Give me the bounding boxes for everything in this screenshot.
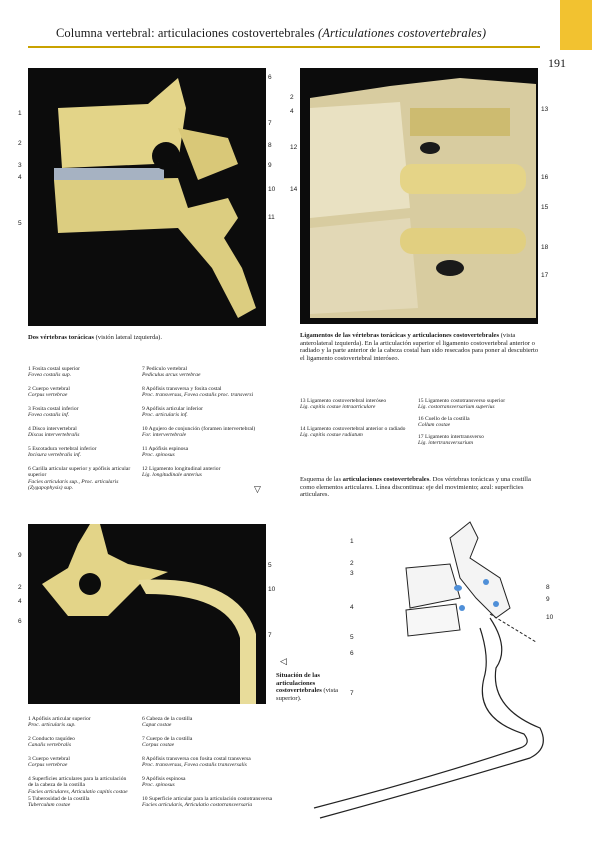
pointer-down-icon: ▽ (254, 484, 261, 494)
fig3-label-6: 6 (18, 618, 22, 625)
fig2-label-18: 18 (541, 244, 549, 251)
fig1-label-9: 9 (268, 162, 272, 169)
schema-label-10: 10 (546, 614, 554, 621)
fig2-label-16: 16 (541, 174, 549, 181)
fig2-label-2: 2 (290, 94, 294, 101)
fig3-caption: Situación de las articulaciones costover… (276, 672, 339, 702)
fig1-label-2: 2 (18, 140, 22, 147)
schema-diagram (300, 518, 560, 840)
schema-label-6: 6 (350, 650, 354, 657)
photo-two-thoracic-vertebrae (28, 68, 266, 326)
schema-label-2: 2 (350, 560, 354, 567)
photo-superior-view (28, 524, 266, 704)
pointer-left-icon: ◁ (280, 656, 287, 666)
fig2-label-14: 14 (290, 186, 298, 193)
fig3-legend-item-4: 4 Superficies articulares para la articu… (28, 776, 128, 795)
fig3-legend-item-10: 10 Superficie articular para la articula… (142, 796, 273, 809)
fig1-label-8: 8 (268, 142, 272, 149)
fig1-label-4: 4 (18, 174, 22, 181)
fig1-label-11: 11 (268, 214, 275, 221)
photo-thoracic-ligaments (300, 68, 538, 324)
fig1-legend-item-6: 6 Carilla articular superior y apófisis … (28, 466, 131, 491)
fig3-label-10: 10 (268, 586, 276, 593)
schema-label-5: 5 (350, 634, 354, 641)
fig1-label-3: 3 (18, 162, 22, 169)
fig3-label-7: 7 (268, 632, 272, 639)
schema-label-8: 8 (546, 584, 550, 591)
fig2-label-13: 13 (541, 106, 549, 113)
page-number: 191 (548, 56, 566, 70)
fig1-legend-item-10: 10 Agujero de conjunción (foramen interv… (142, 426, 256, 439)
fig2-label-4: 4 (290, 108, 294, 115)
fig2-label-15: 15 (541, 204, 549, 211)
schema-label-3: 3 (350, 570, 354, 577)
fig2-legend-item-14: 14 Ligamento costovertebral anterior o r… (300, 426, 406, 439)
fig2-label-12: 12 (290, 144, 298, 151)
fig1-caption: Dos vértebras torácicas (visión lateral … (28, 334, 163, 341)
page-title: Columna vertebral: articulaciones costov… (56, 26, 487, 40)
header-rule (28, 46, 540, 48)
fig1-label-1: 1 (18, 110, 22, 117)
fig1-label-7: 7 (268, 120, 272, 127)
fig3-label-9: 9 (18, 552, 22, 559)
chapter-tab (560, 0, 592, 50)
fig3-label-5: 5 (268, 562, 272, 569)
fig1-label-10: 10 (268, 186, 276, 193)
fig3-label-4: 4 (18, 598, 22, 605)
schema-caption: Esquema de las articulaciones costoverte… (300, 476, 531, 499)
fig3-label-2: 2 (18, 584, 22, 591)
fig2-label-17: 17 (541, 272, 549, 279)
schema-label-9: 9 (546, 596, 550, 603)
fig2-caption: Ligamentos de las vértebras torácicas y … (300, 332, 539, 362)
fig3-legend-item-8: 8 Apófisis transversa con fosita costal … (142, 756, 251, 769)
schema-label-1: 1 (350, 538, 354, 545)
schema-label-7: 7 (350, 690, 354, 697)
fig1-label-5: 5 (18, 220, 22, 227)
fig1-label-6: 6 (268, 74, 272, 81)
schema-label-4: 4 (350, 604, 354, 611)
